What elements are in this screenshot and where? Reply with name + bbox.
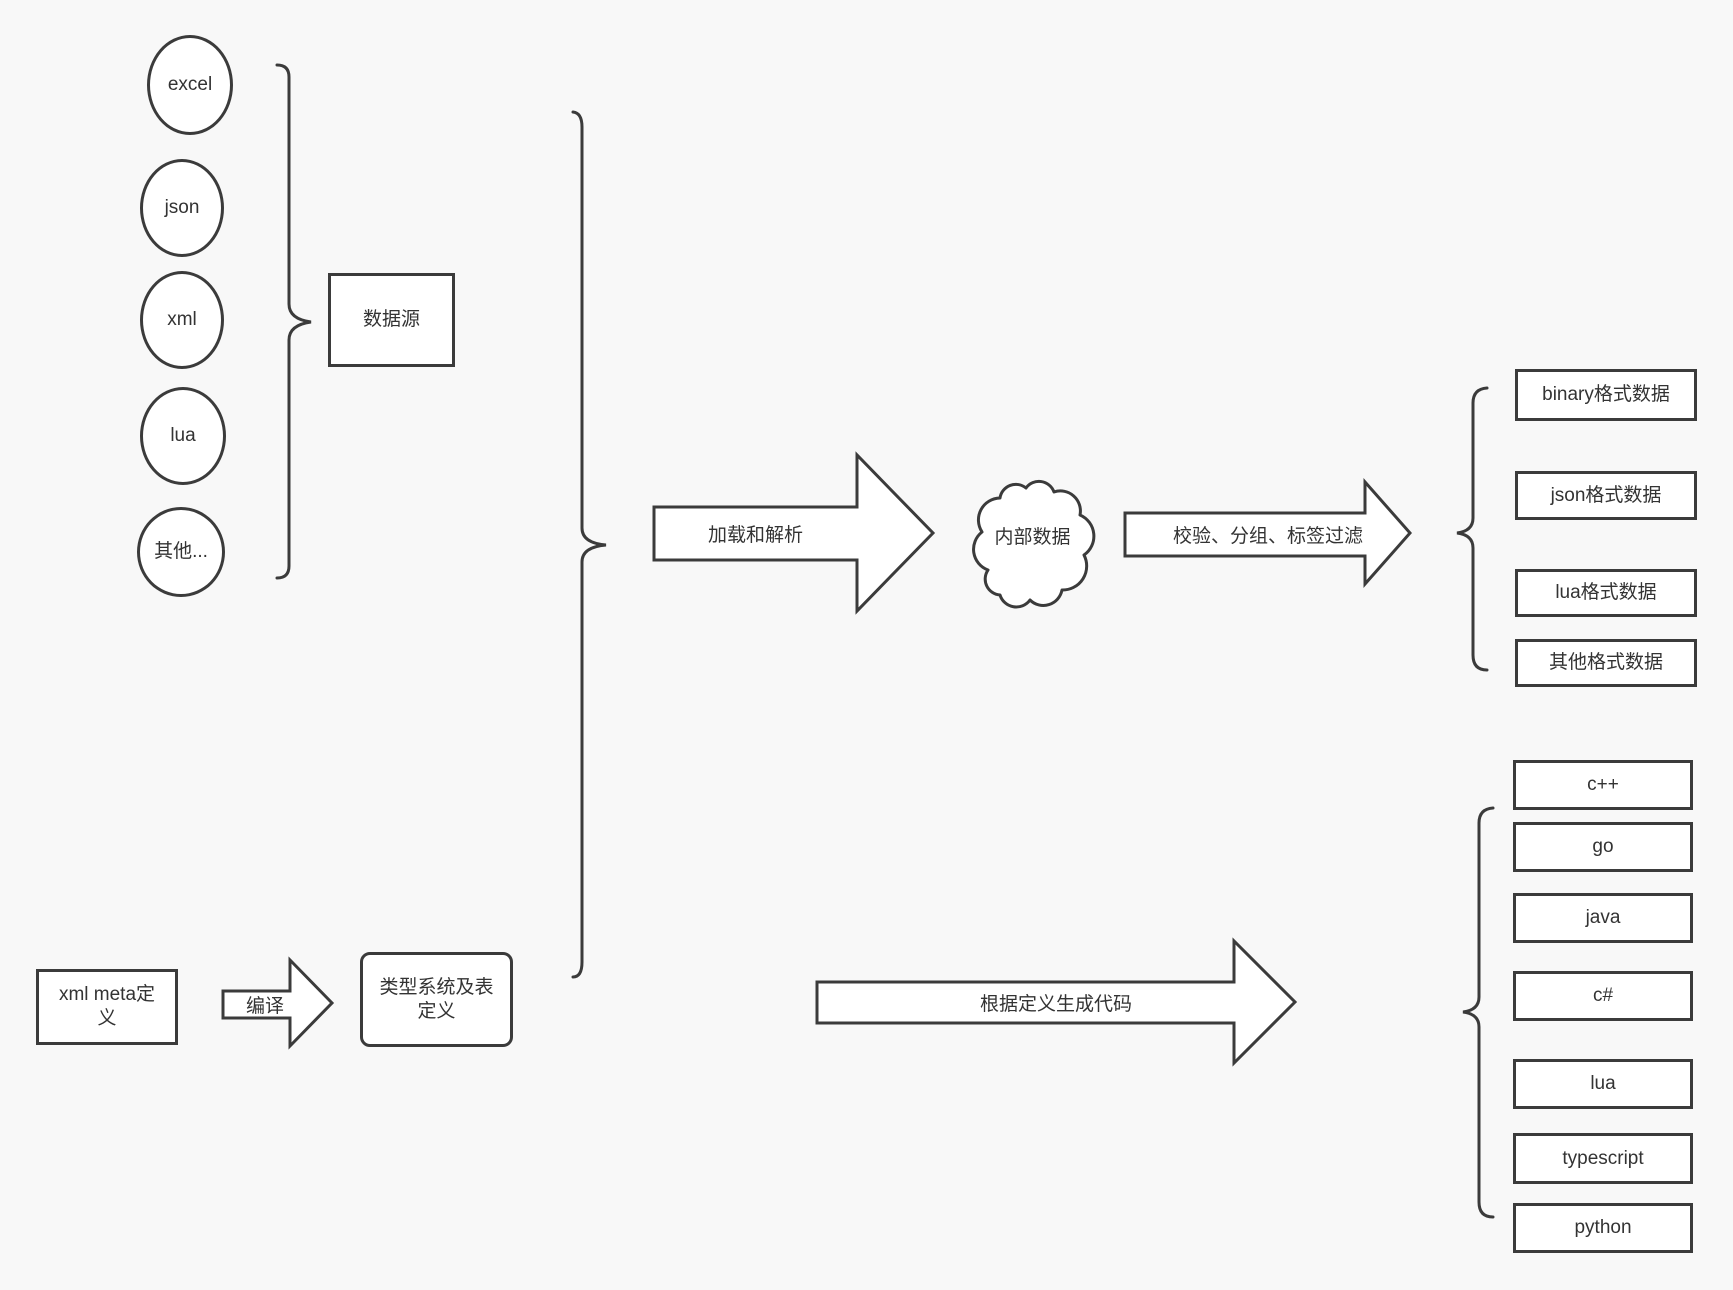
output-format-box-json: json格式数据 bbox=[1515, 471, 1697, 520]
output-format-box-binary: binary格式数据 bbox=[1515, 369, 1697, 421]
language-box-python-label: python bbox=[1574, 1217, 1632, 1239]
language-box-cpp-label: c++ bbox=[1587, 774, 1619, 796]
language-box-lua: lua bbox=[1513, 1059, 1693, 1109]
language-box-java: java bbox=[1513, 893, 1693, 943]
language-group-brace bbox=[1462, 806, 1495, 1219]
source-ellipse-lua-label: lua bbox=[170, 425, 196, 447]
language-box-java-label: java bbox=[1585, 907, 1621, 929]
type-system-box-label: 类型系统及表定义 bbox=[379, 976, 494, 1022]
output-format-box-json-label: json格式数据 bbox=[1550, 484, 1662, 506]
data-source-box: 数据源 bbox=[328, 273, 455, 367]
compile-arrow-label: 编译 bbox=[245, 996, 284, 1017]
output-format-brace bbox=[1456, 386, 1489, 672]
language-box-typescript: typescript bbox=[1513, 1133, 1693, 1184]
output-format-box-binary-label: binary格式数据 bbox=[1542, 384, 1670, 406]
filter-arrow-label: 校验、分组、标签过滤 bbox=[1172, 526, 1363, 547]
codegen-arrow-label: 根据定义生成代码 bbox=[979, 994, 1132, 1015]
source-ellipse-json-label: json bbox=[164, 197, 200, 219]
language-box-go: go bbox=[1513, 822, 1693, 872]
internal-data-cloud bbox=[972, 479, 1096, 609]
filter-arrow bbox=[1123, 478, 1413, 588]
source-ellipse-excel: excel bbox=[147, 35, 233, 135]
language-box-go-label: go bbox=[1592, 836, 1614, 858]
source-ellipse-lua: lua bbox=[140, 387, 226, 485]
language-box-csharp-label: c# bbox=[1592, 985, 1614, 1007]
xml-meta-box: xml meta定义 bbox=[36, 969, 178, 1045]
codegen-arrow bbox=[815, 937, 1298, 1067]
output-format-box-lua-label: lua格式数据 bbox=[1555, 582, 1657, 604]
output-format-box-other: 其他格式数据 bbox=[1515, 639, 1697, 687]
output-format-box-lua: lua格式数据 bbox=[1515, 569, 1697, 617]
source-ellipse-xml-label: xml bbox=[167, 309, 197, 331]
type-system-box: 类型系统及表定义 bbox=[360, 952, 513, 1047]
source-ellipse-other-label: 其他... bbox=[154, 541, 208, 563]
compile-arrow bbox=[221, 956, 335, 1050]
source-ellipse-json: json bbox=[140, 159, 224, 257]
source-ellipse-excel-label: excel bbox=[167, 74, 213, 96]
source-ellipse-xml: xml bbox=[140, 271, 224, 369]
output-format-box-other-label: 其他格式数据 bbox=[1548, 652, 1663, 674]
xml-meta-box-label: xml meta定义 bbox=[58, 984, 156, 1029]
language-box-typescript-label: typescript bbox=[1562, 1147, 1644, 1169]
data-source-box-label: 数据源 bbox=[362, 309, 420, 331]
load-parse-arrow-label: 加载和解析 bbox=[707, 525, 803, 546]
language-box-cpp: c++ bbox=[1513, 760, 1693, 810]
internal-data-cloud-label: 内部数据 bbox=[994, 526, 1071, 548]
load-parse-arrow bbox=[652, 451, 936, 615]
language-box-csharp: c# bbox=[1513, 971, 1693, 1021]
language-box-python: python bbox=[1513, 1203, 1693, 1253]
source-group-brace bbox=[275, 63, 312, 580]
pipeline-input-brace bbox=[571, 110, 607, 979]
source-ellipse-other: 其他... bbox=[137, 507, 225, 597]
language-box-lua-label: lua bbox=[1590, 1073, 1616, 1095]
